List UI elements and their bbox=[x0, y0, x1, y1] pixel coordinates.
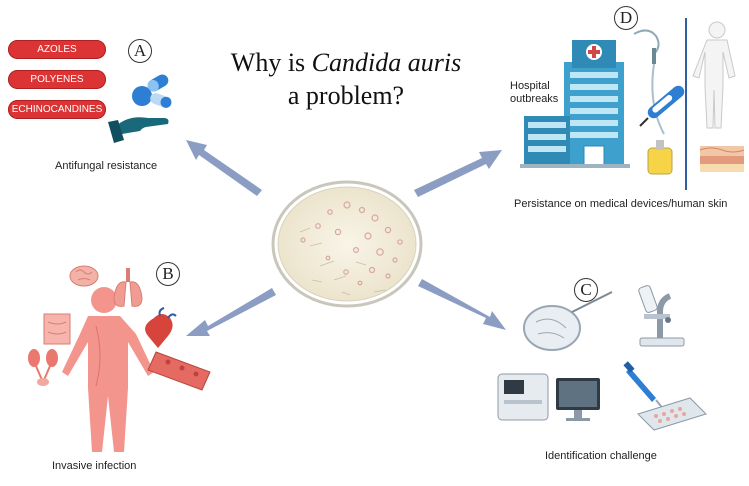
hospital-outbreaks-label: Hospital outbreaks bbox=[510, 80, 558, 106]
arrow-to-c bbox=[418, 279, 506, 330]
title-line-1: Why is Candida auris bbox=[196, 46, 496, 79]
drug-class-polyenes: POLYENES bbox=[8, 70, 106, 89]
panel-b-badge: B bbox=[156, 262, 180, 286]
panel-c-badge: C bbox=[574, 278, 598, 302]
hospital-label-line-2: outbreaks bbox=[510, 93, 559, 105]
title-line-2: a problem? bbox=[287, 81, 405, 110]
heart-icon bbox=[145, 307, 177, 348]
microplate-icon bbox=[637, 397, 707, 431]
brain-icon bbox=[69, 265, 99, 287]
diagram-title: Why is Candida auris a problem? bbox=[196, 46, 496, 112]
arrow-to-b bbox=[186, 288, 276, 336]
title-prefix: Why is bbox=[230, 48, 312, 77]
hospital-label-line-1: Hospital bbox=[510, 80, 550, 92]
panel-d-caption: Persistance on medical devices/human ski… bbox=[514, 198, 728, 210]
petri-dish-icon bbox=[271, 180, 423, 308]
pipette-icon bbox=[623, 361, 665, 411]
pills-hand-icon bbox=[108, 74, 172, 143]
arrow-to-d bbox=[414, 150, 502, 197]
kidney-icon bbox=[28, 349, 58, 386]
panel-a-badge: A bbox=[128, 39, 152, 63]
panel-c-caption: Identification challenge bbox=[545, 450, 657, 462]
title-species: Candida auris bbox=[311, 48, 462, 77]
human-silhouette-icon bbox=[692, 21, 736, 129]
drug-class-azoles: AZOLES bbox=[8, 40, 106, 59]
iv-catheter-icon bbox=[633, 29, 673, 175]
blood-vessel-icon bbox=[147, 351, 211, 391]
computer-monitor-icon bbox=[556, 378, 600, 421]
panel-d-badge: D bbox=[614, 6, 638, 30]
hospital-building-icon bbox=[520, 40, 630, 168]
drug-class-echinocandines: ECHINOCANDINES bbox=[8, 100, 106, 119]
panel-a-caption: Antifungal resistance bbox=[55, 160, 158, 172]
skin-layers-icon bbox=[699, 146, 745, 172]
microscope-icon bbox=[638, 285, 685, 347]
mass-spectrometer-icon bbox=[497, 373, 549, 421]
culture-plate-icon bbox=[523, 291, 613, 351]
arrow-to-a bbox=[186, 140, 262, 196]
thermometer-icon bbox=[639, 85, 685, 127]
panel-b-caption: Invasive infection bbox=[52, 460, 137, 472]
human-body-icon bbox=[62, 287, 154, 452]
intestine-icon bbox=[43, 313, 71, 345]
lungs-icon bbox=[113, 268, 143, 307]
